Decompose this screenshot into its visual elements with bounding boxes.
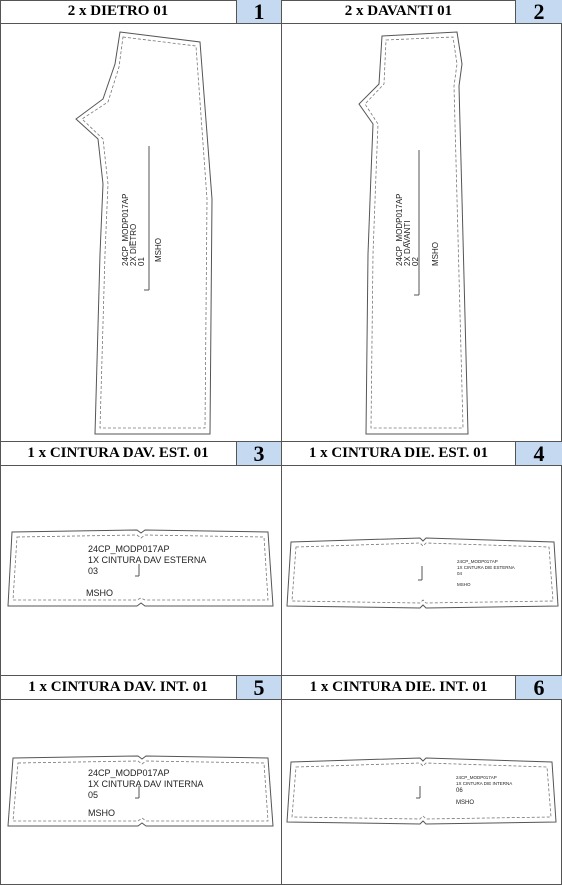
piece-label-line: 24CP_MODP017AP bbox=[88, 768, 170, 778]
piece-label-line: 1X CINTURA DIE INTERNA bbox=[456, 781, 512, 786]
panel-davanti: 2 x DAVANTI 01 2 24CP_MODP017AP 2X DAVAN… bbox=[282, 0, 562, 441]
panel-cintura-dav-est: 1 x CINTURA DAV. EST. 01 3 24CP_MODP017A… bbox=[0, 441, 281, 675]
pattern-piece-dietro: 24CP_MODP017AP 2X DIETRO 01 MSHO bbox=[75, 31, 213, 435]
pattern-piece-cintura-dav-int: 24CP_MODP017AP 1X CINTURA DAV INTERNA 05… bbox=[7, 755, 274, 827]
pattern-piece-cintura-die-int: 24CP_MODP017AP 1X CINTURA DIE INTERNA 06… bbox=[286, 757, 557, 825]
panel-header: 2 x DAVANTI 01 bbox=[282, 0, 515, 24]
panel-number: 5 bbox=[236, 675, 281, 700]
piece-label-line: 05 bbox=[88, 790, 98, 800]
piece-sub-label: MSHO bbox=[154, 238, 163, 262]
piece-label-line: 01 bbox=[137, 257, 146, 266]
panel-cintura-die-int: 1 x CINTURA DIE. INT. 01 6 24CP_MODP017A… bbox=[282, 675, 562, 885]
piece-label-line: 1X CINTURA DAV INTERNA bbox=[88, 779, 203, 789]
piece-sub-label: MSHO bbox=[88, 808, 115, 818]
panel-cintura-dav-int: 1 x CINTURA DAV. INT. 01 5 24CP_MODP017A… bbox=[0, 675, 281, 885]
panel-header: 1 x CINTURA DIE. EST. 01 bbox=[282, 442, 515, 466]
panel-header: 1 x CINTURA DIE. INT. 01 bbox=[282, 676, 515, 700]
piece-label-line: 1X CINTURA DAV ESTERNA bbox=[88, 555, 206, 565]
panel-number: 4 bbox=[515, 441, 562, 466]
panel-number: 1 bbox=[236, 0, 281, 24]
pattern-piece-cintura-dav-est: 24CP_MODP017AP 1X CINTURA DAV ESTERNA 03… bbox=[7, 529, 274, 607]
piece-label-line: 24CP_MODP017AP bbox=[457, 559, 498, 564]
panel-header: 1 x CINTURA DAV. INT. 01 bbox=[0, 676, 236, 700]
pattern-piece-davanti: 24CP_MODP017AP 2X DAVANTI 02 MSHO bbox=[358, 31, 469, 435]
panel-number: 3 bbox=[236, 441, 281, 466]
piece-label-line: 2X DAVANTI bbox=[403, 221, 412, 267]
piece-label-line: 24CP_MODP017AP bbox=[88, 544, 170, 554]
piece-label-line: 24CP_MODP017AP bbox=[121, 194, 130, 266]
piece-sub-label: MSHO bbox=[431, 242, 440, 266]
piece-sub-label: MSHO bbox=[456, 800, 474, 806]
piece-label-line: 24CP_MODP017AP bbox=[456, 775, 497, 780]
piece-label-line: 03 bbox=[88, 566, 98, 576]
panel-header: 2 x DIETRO 01 bbox=[0, 0, 236, 24]
piece-sub-label: MSHO bbox=[86, 588, 113, 598]
piece-label-line: 2X DIETRO bbox=[129, 224, 138, 266]
piece-label-line: 24CP_MODP017AP bbox=[395, 194, 404, 266]
piece-label-line: 1X CINTURA DIE ESTERNA bbox=[457, 565, 515, 570]
piece-sub-label: MSHO bbox=[457, 582, 471, 587]
panel-number: 2 bbox=[515, 0, 562, 24]
panel-dietro: 2 x DIETRO 01 1 24CP_MODP017AP 2X DIETRO… bbox=[0, 0, 281, 441]
panel-number: 6 bbox=[515, 675, 562, 700]
piece-label-line: 02 bbox=[411, 257, 420, 266]
pattern-piece-cintura-die-est: 24CP_MODP017AP 1X CINTURA DIE ESTERNA 04… bbox=[286, 537, 559, 609]
piece-label-line: 06 bbox=[456, 788, 463, 794]
panel-cintura-die-est: 1 x CINTURA DIE. EST. 01 4 24CP_MODP017A… bbox=[282, 441, 562, 675]
panel-header: 1 x CINTURA DAV. EST. 01 bbox=[0, 442, 236, 466]
piece-label-line: 04 bbox=[457, 571, 463, 576]
